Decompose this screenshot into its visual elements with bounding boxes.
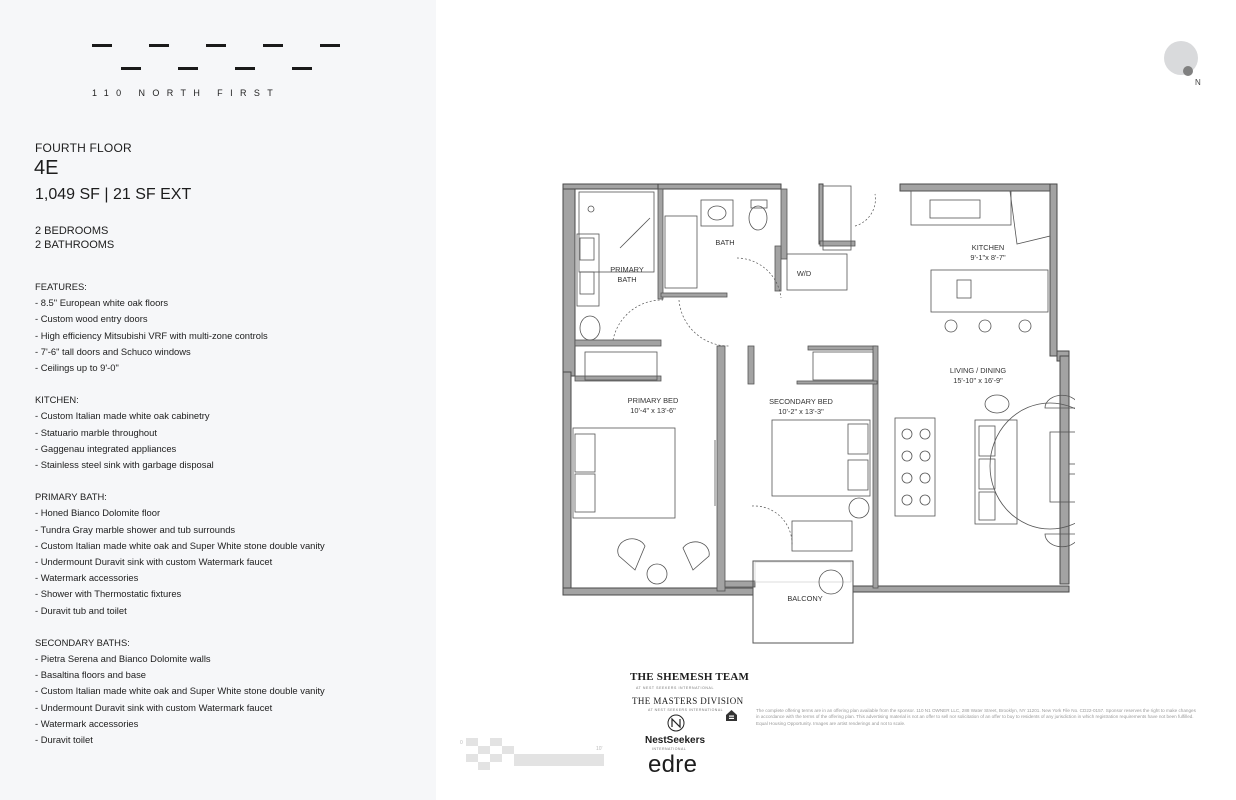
bedroom-count: 2 BEDROOMS <box>35 225 109 237</box>
section-title: KITCHEN: <box>35 394 79 406</box>
label-bath: BATH <box>715 238 734 247</box>
label-kitchen-dim: 9'-1"x 8'-7" <box>970 253 1006 262</box>
section-title: SECONDARY BATHS: <box>35 636 130 648</box>
feature-item: - Ceilings up to 9'-0" <box>35 362 119 374</box>
shemesh-team-logo: THE SHEMESH TEAM <box>630 671 750 683</box>
label-primary-bed: PRIMARY BED <box>628 396 679 405</box>
feature-item: - Honed Bianco Dolomite floor <box>35 507 161 519</box>
coffee-table <box>1049 431 1075 503</box>
dining-table <box>894 417 936 517</box>
section-title: FEATURES: <box>35 281 87 292</box>
label-living: LIVING / DINING <box>950 366 1007 375</box>
scale-end: 10' <box>596 746 603 752</box>
feature-item: - Custom Italian made white oak and Supe… <box>35 539 325 551</box>
edre-logo: edre <box>648 751 698 778</box>
kitchen-counter <box>910 190 1012 226</box>
feature-item: - 8.5" European white oak floors <box>35 297 169 309</box>
building-name: 110 NORTH FIRST <box>92 88 281 98</box>
desk <box>791 520 853 552</box>
feature-item: - 7'-6" tall doors and Schuco windows <box>35 345 191 357</box>
kitchen-island <box>930 269 1049 313</box>
section-title: PRIMARY BATH: <box>35 491 107 503</box>
primary-bath-section: PRIMARY BATH: - Honed Bianco Dolomite fl… <box>35 489 430 619</box>
building-logo <box>92 44 340 70</box>
feature-item: - Shower with Thermostatic fixtures <box>35 588 182 600</box>
label-primary-bed-dim: 10'-4" x 13'-6" <box>630 406 676 415</box>
closet-bath <box>822 185 852 251</box>
label-secondary-bed: SECONDARY BED <box>769 397 833 406</box>
sofa <box>974 419 1018 525</box>
equal-housing-icon <box>726 710 737 721</box>
double-vanity <box>576 233 600 307</box>
feature-item: - Undermount Duravit sink with custom Wa… <box>35 556 273 568</box>
info-panel <box>0 0 436 800</box>
floor-label: FOURTH FLOOR <box>35 141 132 155</box>
primary-bed <box>572 427 676 519</box>
label-living-dim: 15'-10" x 16'-9" <box>953 376 1003 385</box>
closet-primary <box>584 351 658 381</box>
interior-walls <box>574 188 879 592</box>
masters-division-subtitle: AT NEST SEEKERS INTERNATIONAL <box>648 708 724 712</box>
label-balcony: BALCONY <box>787 594 822 603</box>
nest-seekers-logo: NestSeekers <box>645 735 706 746</box>
bathroom-count: 2 BATHROOMS <box>35 239 115 251</box>
feature-item: - High efficiency Mitsubishi VRF with mu… <box>35 329 268 341</box>
feature-item: - Basaltina floors and base <box>35 669 147 681</box>
feature-item: - Watermark accessories <box>35 572 139 584</box>
compass-disc <box>1164 41 1198 75</box>
scale-start: 0 <box>460 740 463 746</box>
balcony-outline <box>752 560 854 644</box>
room-count: 2 BEDROOMS 2 BATHROOMS <box>35 224 114 252</box>
feature-item: - Stainless steel sink with garbage disp… <box>35 459 214 471</box>
label-wd: W/D <box>797 269 811 278</box>
feature-item: - Pietra Serena and Bianco Dolomite wall… <box>35 653 211 665</box>
north-compass: N <box>1164 41 1201 87</box>
feature-item: - Gaggenau integrated appliances <box>35 442 177 454</box>
feature-item: - Duravit toilet <box>35 734 93 746</box>
bathtub <box>664 215 698 289</box>
feature-item: - Duravit tub and toilet <box>35 604 127 616</box>
nest-seekers-subtitle: INTERNATIONAL <box>652 747 687 751</box>
feature-item: - Watermark accessories <box>35 717 139 729</box>
masters-division-logo: THE MASTERS DIVISION <box>632 696 744 706</box>
feature-item: - Tundra Gray marble shower and tub surr… <box>35 523 236 535</box>
rug <box>989 402 1075 530</box>
room-labels: PRIMARY BATH BATH W/D KITCHEN 9'-1"x 8'-… <box>610 238 1006 603</box>
feature-item: - Custom Italian made white oak and Supe… <box>35 685 325 697</box>
label-kitchen: KITCHEN <box>972 243 1004 252</box>
secondary-baths-section: SECONDARY BATHS: - Pietra Serena and Bia… <box>35 635 430 748</box>
label-primary-bath: PRIMARY <box>610 265 644 274</box>
feature-item: - Statuario marble throughout <box>35 426 157 438</box>
feature-item: - Custom wood entry doors <box>35 313 148 325</box>
scale-bar: 0 10' <box>460 738 604 770</box>
shower <box>578 191 655 273</box>
unit-number: 4E <box>34 157 59 179</box>
label-secondary-bed-dim: 10'-2" x 13'-3" <box>778 407 824 416</box>
nest-seekers-emblem-icon <box>667 714 685 732</box>
shemesh-team-subtitle: AT NEST SEEKERS INTERNATIONAL <box>636 686 715 690</box>
unit-area: 1,049 SF | 21 SF EXT <box>35 186 192 203</box>
secondary-bed <box>771 419 871 497</box>
features-list: FEATURES: - 8.5" European white oak floo… <box>35 279 430 764</box>
closet-secondary <box>812 351 874 381</box>
label-primary-bath-2: BATH <box>617 275 636 284</box>
floor-plan: PRIMARY BATH BATH W/D KITCHEN 9'-1"x 8'-… <box>562 183 1075 644</box>
fixtures <box>572 185 1075 595</box>
feature-item: - Undermount Duravit sink with custom Wa… <box>35 701 273 713</box>
kitchen-section: KITCHEN: - Custom Italian made white oak… <box>35 392 430 473</box>
door-swings <box>612 193 876 547</box>
legal-disclaimer: The complete offering terms are in an of… <box>756 708 1196 726</box>
features-section: FEATURES: - 8.5" European white oak floo… <box>35 279 430 376</box>
compass-pointer <box>1183 66 1193 76</box>
feature-item: - Custom Italian made white oak cabinetr… <box>35 410 210 422</box>
washer-dryer <box>786 253 848 291</box>
north-label: N <box>1195 78 1201 87</box>
